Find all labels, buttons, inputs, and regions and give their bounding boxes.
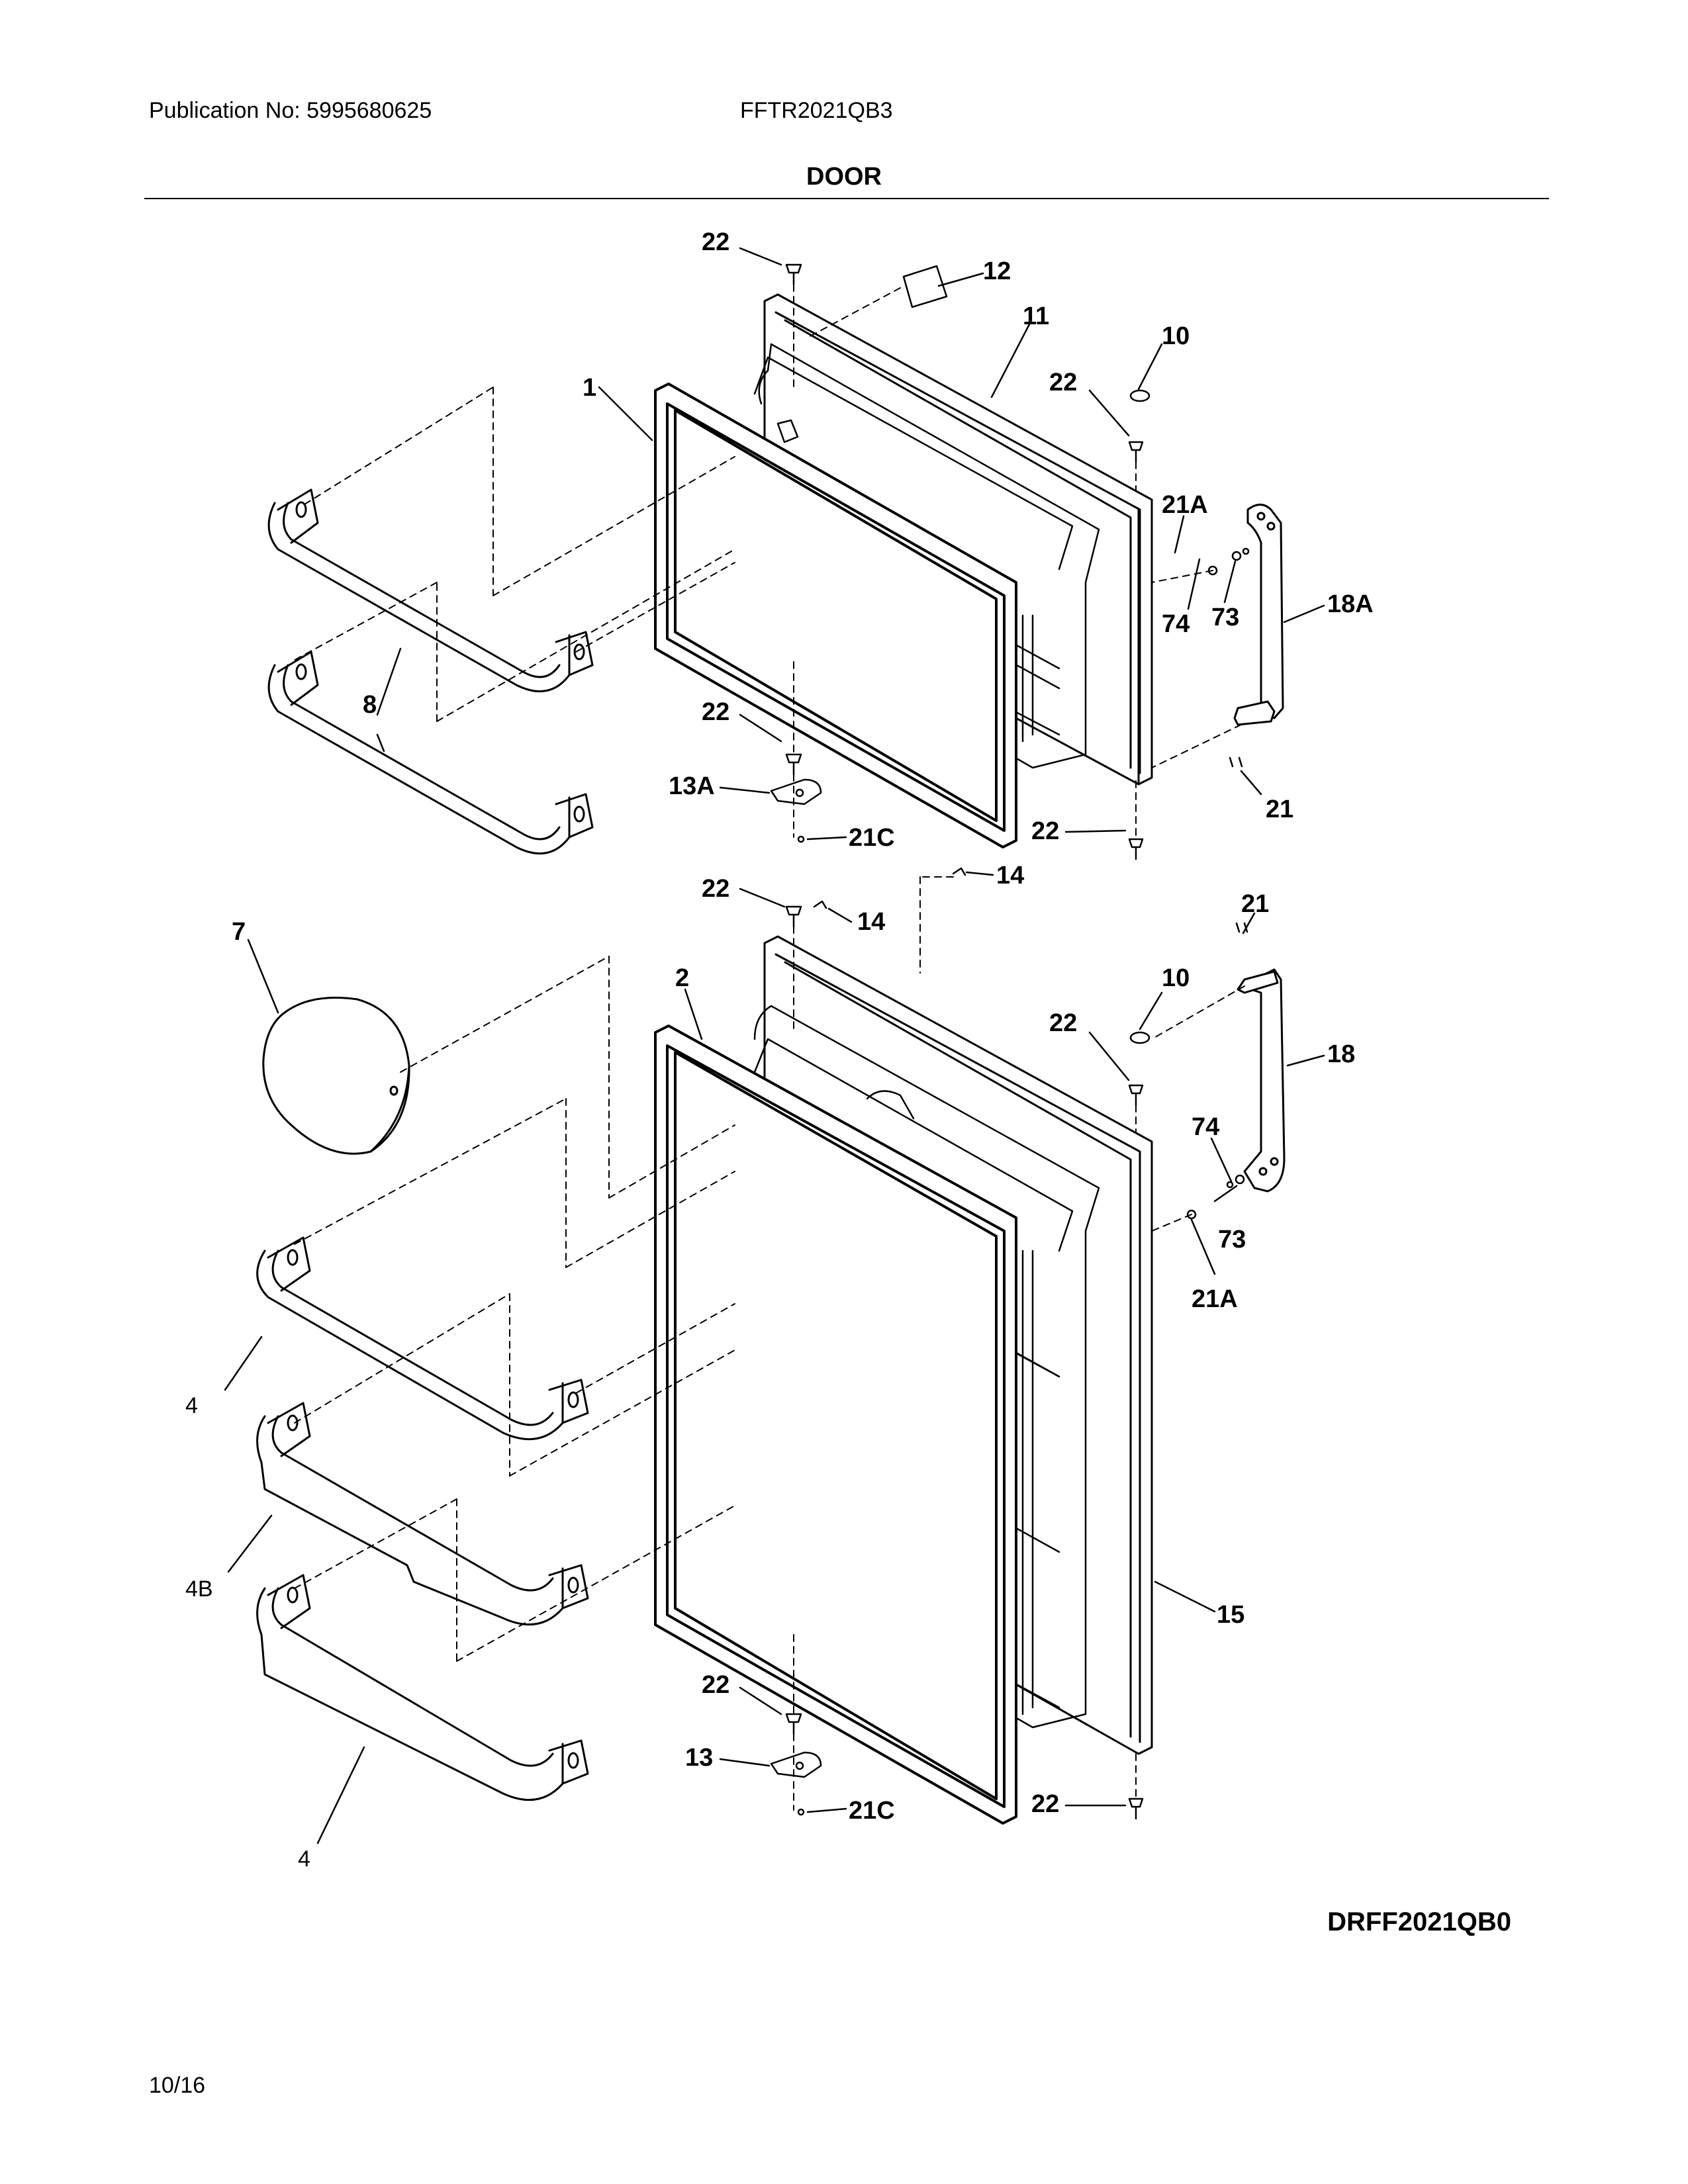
fresh-food-bin-upper [256,1236,589,1441]
callout-14: 14 [857,908,885,936]
callout-22: 22 [702,875,729,903]
model-number: FFTR2021QB3 [740,98,893,123]
callout-4B: 4B [185,1576,213,1602]
callout-74: 74 [1192,1113,1219,1141]
callout-13A: 13A [669,772,715,800]
freezer-shelf-upper [267,488,594,693]
callout-8: 8 [363,691,377,719]
page-number: 10/16 [149,2073,206,2098]
fresh-food-door-gasket [654,1024,1017,1825]
callout-21: 21 [1241,890,1269,918]
assembly-reference-lines [291,284,1245,1811]
section-title: DOOR [806,163,882,191]
callout-21A: 21A [1192,1285,1238,1313]
callout-13: 13 [685,1744,713,1772]
callout-22: 22 [1031,1790,1059,1818]
callout-7: 7 [232,918,246,946]
fresh-food-bin-middle [256,1402,589,1626]
callout-22: 22 [1049,1009,1077,1037]
fresh-food-door-handle [1237,968,1286,1193]
freezer-shelf-lower [267,651,594,855]
freezer-door-gasket [654,383,1017,848]
callout-14: 14 [996,862,1024,889]
callout-21A: 21A [1162,491,1208,519]
diagram-code: DRFF2021QB0 [1327,1907,1511,1936]
callout-10: 10 [1162,322,1190,350]
callout-73: 73 [1211,604,1239,631]
callout-22: 22 [702,228,729,256]
publication-number: Publication No: 5995680625 [149,98,432,123]
callout-21C: 21C [849,824,895,852]
callout-2: 2 [675,964,689,992]
hinge-pin-bushings [785,263,1144,1820]
screws [797,547,1250,1816]
freezer-door-handle [1233,504,1284,726]
header-divider [144,198,1549,199]
callout-21C: 21C [849,1797,895,1825]
callout-4: 4 [298,1846,310,1872]
hole-plugs [1129,389,1150,1044]
callout-21: 21 [1266,796,1293,823]
callout-12: 12 [983,257,1011,285]
callout-10: 10 [1162,964,1190,992]
callout-22: 22 [702,698,729,726]
callout-1: 1 [583,374,596,402]
door-stop-label [902,265,948,308]
callout-18A: 18A [1327,590,1374,618]
callout-labels: 22 12 11 10 22 1 21A 74 73 18A 8 22 13A … [185,228,1374,1872]
callout-22: 22 [1049,369,1077,396]
callout-73: 73 [1218,1226,1246,1253]
callout-4: 4 [185,1393,198,1418]
fresh-food-bin-lower [256,1574,589,1801]
callout-11: 11 [1023,302,1049,330]
callout-18: 18 [1327,1040,1355,1068]
ice-bucket [262,997,410,1155]
callout-15: 15 [1217,1601,1244,1629]
callout-leader-lines [224,247,1325,1844]
hinge-brackets [770,778,822,1778]
callout-74: 74 [1162,610,1190,638]
callout-22: 22 [1031,817,1059,845]
callout-22: 22 [702,1671,729,1699]
